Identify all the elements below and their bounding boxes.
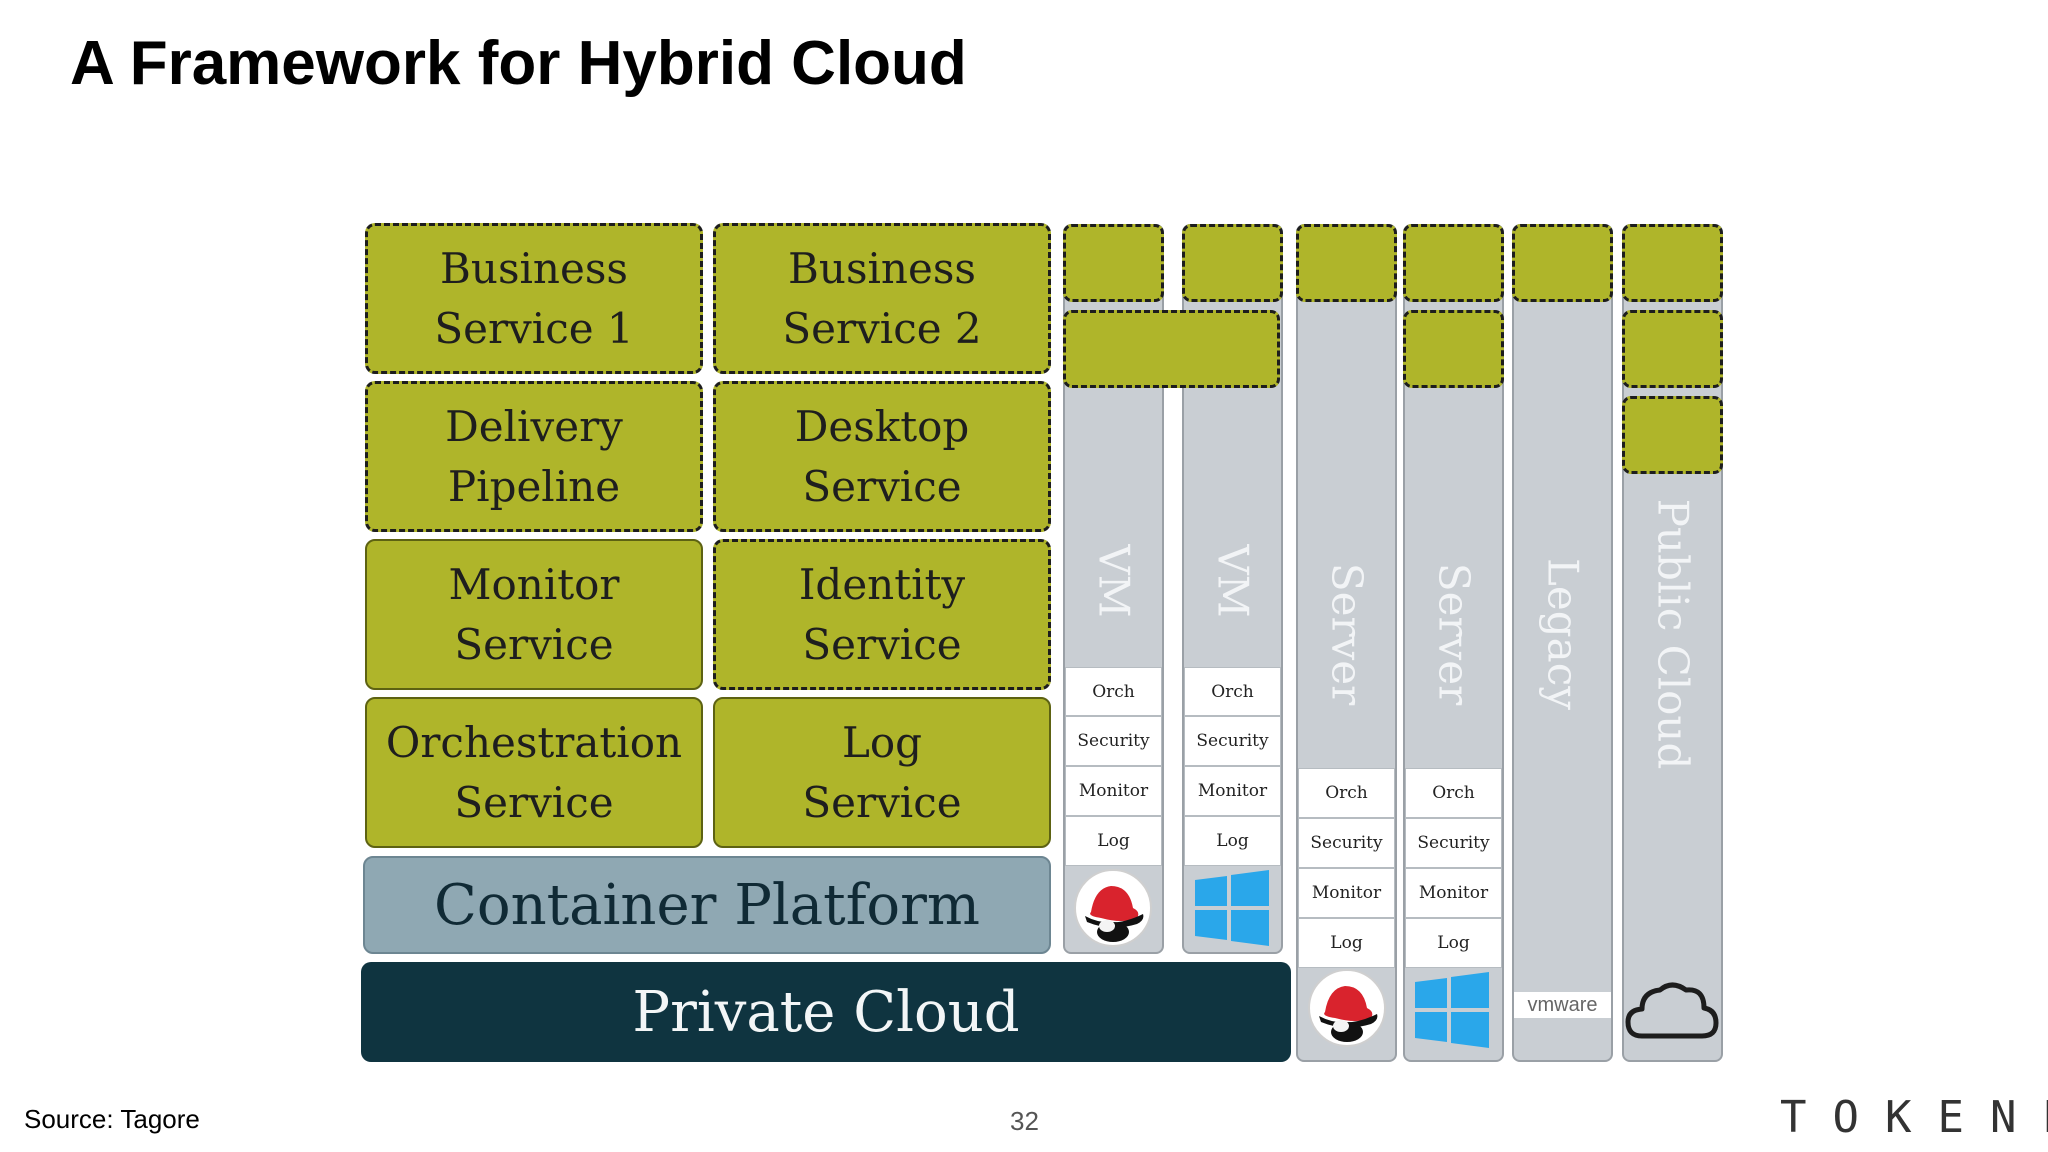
desktop-service-label: Desktop Service (794, 401, 970, 511)
vm-column-1-log: Log (1065, 816, 1162, 866)
server-column-2-orch: Orch (1405, 768, 1502, 818)
vm-2-app-block (1182, 224, 1283, 302)
server-2-app-block-1 (1403, 224, 1504, 302)
vm-column-2-label: VM (1208, 544, 1257, 618)
tokenex-logo: TOKENEX (1780, 1092, 2048, 1143)
server-column-2-label: Server (1429, 562, 1478, 706)
log-service-label: Log Service (802, 717, 962, 827)
monitor-service-label: Monitor Service (448, 559, 620, 669)
server-column-2-security: Security (1405, 818, 1502, 868)
identity-service-box: Identity Service (713, 539, 1051, 690)
delivery-pipeline-box: Delivery Pipeline (365, 381, 703, 532)
orchestration-service-box: Orchestration Service (365, 697, 703, 848)
monitor-service-box: Monitor Service (365, 539, 703, 690)
container-platform: Container Platform (363, 856, 1051, 954)
cloud-icon (1625, 982, 1719, 1039)
delivery-pipeline-label: Delivery Pipeline (445, 401, 623, 511)
vm-column-2-monitor: Monitor (1184, 766, 1281, 816)
slide-title: A Framework for Hybrid Cloud (70, 29, 967, 98)
log-service-box: Log Service (713, 697, 1051, 848)
server-column-1-label: Server (1322, 562, 1371, 706)
public-cloud-app-block-1 (1622, 224, 1723, 302)
server-column-1-orch: Orch (1298, 768, 1395, 818)
redhat-icon (1074, 869, 1152, 947)
page-number: 32 (1010, 1106, 1039, 1136)
redhat-icon (1308, 969, 1386, 1047)
legacy-column: Legacy (1512, 224, 1613, 1062)
vm-shared-app-block (1063, 310, 1280, 388)
public-cloud-app-block-3 (1622, 396, 1723, 474)
vm-column-2-orch: Orch (1184, 667, 1281, 716)
private-cloud: Private Cloud (361, 962, 1291, 1062)
vm-1-app-block (1063, 224, 1164, 302)
business-service-2-label: Business Service 2 (782, 243, 982, 353)
source-note: Source: Tagore (24, 1104, 200, 1134)
server-2-app-block-2 (1403, 310, 1504, 388)
public-cloud-column-label: Public Cloud (1648, 498, 1697, 770)
legacy-column-label: Legacy (1538, 558, 1587, 710)
identity-service-label: Identity Service (798, 559, 966, 669)
orchestration-service-label: Orchestration Service (385, 717, 683, 827)
vmware-logo: vmware (1514, 992, 1611, 1018)
server-column-2-monitor: Monitor (1405, 868, 1502, 918)
vm-column-1-label: VM (1089, 544, 1138, 618)
business-service-1-box: Business Service 1 (365, 223, 703, 374)
business-service-2-box: Business Service 2 (713, 223, 1051, 374)
vm-column-1-monitor: Monitor (1065, 766, 1162, 816)
vm-column-1-security: Security (1065, 716, 1162, 766)
server-column-1-monitor: Monitor (1298, 868, 1395, 918)
windows-icon (1415, 972, 1489, 1048)
vm-column-1-orch: Orch (1065, 667, 1162, 716)
server-column-2-log: Log (1405, 918, 1502, 968)
vm-column-2-security: Security (1184, 716, 1281, 766)
public-cloud-app-block-2 (1622, 310, 1723, 388)
server-1-app-block (1296, 224, 1397, 302)
brand-main-text: TOKENE (1780, 1092, 2048, 1143)
server-column-1-log: Log (1298, 918, 1395, 968)
vm-column-2-log: Log (1184, 816, 1281, 866)
vmware-logo-text: vmware (1527, 993, 1598, 1016)
business-service-1-label: Business Service 1 (434, 243, 634, 353)
desktop-service-box: Desktop Service (713, 381, 1051, 532)
windows-icon (1195, 870, 1269, 946)
legacy-app-block (1512, 224, 1613, 302)
server-column-1-security: Security (1298, 818, 1395, 868)
